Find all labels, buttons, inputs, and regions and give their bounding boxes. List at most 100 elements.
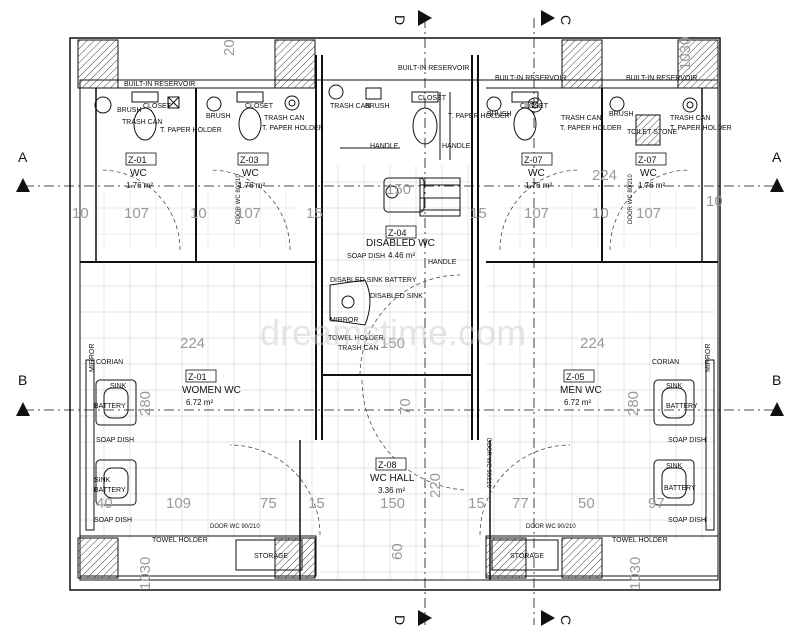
room-area: 3.36 m² [378,486,405,495]
room-name: WC HALL [370,473,415,484]
section-d-bottom-label: D [392,615,408,625]
soap-dish-label: SOAP DISH [668,517,706,524]
section-a-left-label: A [18,149,28,165]
section-b-left-label: B [18,372,27,388]
dim: 1030 [627,557,644,590]
sink-label: SINK [94,477,111,484]
room-code: Z-01 [188,372,207,382]
mirror-label: MIRROR [89,344,96,372]
sink-label: SINK [666,463,683,470]
room-name: WC [130,168,147,179]
dim: 224 [180,335,205,352]
towel-holder-label: TOWEL HOLDER [152,537,208,544]
room-code: Z-01 [128,155,147,165]
trash-can-label: TRASH CAN [670,115,710,122]
storage-cabinets [235,539,559,571]
section-a-left-arrow [16,178,30,192]
paper-holder-label: T. PAPER HOLDER [670,125,732,132]
battery-label: BATTERY [666,403,698,410]
disabled-sink-battery-label: DISABLED SINK BATTERY [330,277,417,284]
trash-can-label: TRASH CAN [561,115,601,122]
door-label: DOOR WC 90/210 [210,524,260,530]
dim: 224 [580,335,605,352]
room-code: Z-08 [378,460,397,470]
dim: 40 [96,495,113,512]
dim: 107 [524,205,549,222]
dim: 20 [221,39,238,56]
dim: 220 [427,473,444,498]
disabled-sink-icon [329,279,371,326]
brush-label: BRUSH [609,111,634,118]
wheelchair-icon [383,177,461,217]
soap-dish-label: SOAP DISH [668,437,706,444]
section-b-right-arrow [770,402,784,416]
room-z06: Z-07 WC 1.76 m² [521,152,552,190]
section-markers: A A B B D C D C [16,10,784,626]
sink-men-1-icon [653,379,695,426]
battery-label: BATTERY [94,487,126,494]
room-area: 6.72 m² [186,398,213,407]
handle-label: HANDLE [442,143,471,150]
soap-dish-label: SOAP DISH [94,517,132,524]
sink-women-2-icon [95,459,137,506]
section-a-right-arrow [770,178,784,192]
room-area: 1.76 m² [126,181,153,190]
toilet-z02-icon [133,107,157,141]
dim: 77 [512,495,529,512]
trash-can-label: TRASH CAN [338,345,378,352]
trash-can-label: TRASH CAN [264,115,304,122]
dim: 10 [592,205,609,222]
section-b-right-label: B [772,372,781,388]
dim: 50 [578,495,595,512]
corian-label: CORIAN [96,359,123,366]
dim: 107 [124,205,149,222]
room-z03: Z-03 WC 1.76 m² [237,152,269,190]
section-d-top-label: D [392,15,408,25]
room-name: WC [640,168,657,179]
room-z01: Z-01 WOMEN WC 6.72 m² [182,369,241,407]
dimension-labels: 10 107 10 107 15 15 107 10 107 10 224 15… [72,37,723,590]
room-area: 1.76 m² [638,181,665,190]
trash-can-label: TRASH CAN [330,103,370,110]
room-code: Z-05 [566,372,585,382]
dim: 280 [137,391,154,416]
room-name: WOMEN WC [182,385,241,396]
reservoir-label: BUILT-IN RESERVOIR [398,65,469,72]
paper-holder-label: T. PAPER HOLDER [160,127,222,134]
room-name: WC [242,168,259,179]
section-a-right-label: A [772,149,782,165]
dim: 107 [636,205,661,222]
room-code: Z-07 [524,155,543,165]
room-z08: Z-08 WC HALL 3.36 m² [370,457,415,495]
section-d-top-arrow [418,10,432,26]
dim: 150 [386,181,411,198]
reservoir-label: BUILT-IN RESERVOIR [626,75,697,82]
room-area: 6.72 m² [564,398,591,407]
room-area: 1.76 m² [525,181,552,190]
closet-label: CLOSET [520,103,549,110]
door-label: DOOR WC 90/210 [485,438,491,488]
sinks [85,359,715,531]
handle-label: HANDLE [428,259,457,266]
battery-label: BATTERY [94,403,126,410]
walls [69,37,721,591]
corian-label: CORIAN [652,359,679,366]
structural-columns [77,39,719,579]
section-c-bottom-arrow [541,610,555,626]
door-label: DOOR WC 80/210 [628,174,634,224]
section-b-left-arrow [16,402,30,416]
sink-women-1-icon [95,379,137,426]
dim: 1030 [137,557,154,590]
room-name: MEN WC [560,385,602,396]
brush-label: BRUSH [487,111,512,118]
section-c-top-label: C [558,15,574,25]
dim: 60 [389,543,406,560]
paper-holder-label: T. PAPER HOLDER [560,125,622,132]
dim: 10 [72,205,89,222]
handle-label: HANDLE [370,143,399,150]
door-label: DOOR WC 80/210 [236,174,242,224]
towel-holder-label: TOWEL HOLDER [328,335,384,342]
dim: 10 [190,205,207,222]
room-area: 1.76 m² [238,181,265,190]
